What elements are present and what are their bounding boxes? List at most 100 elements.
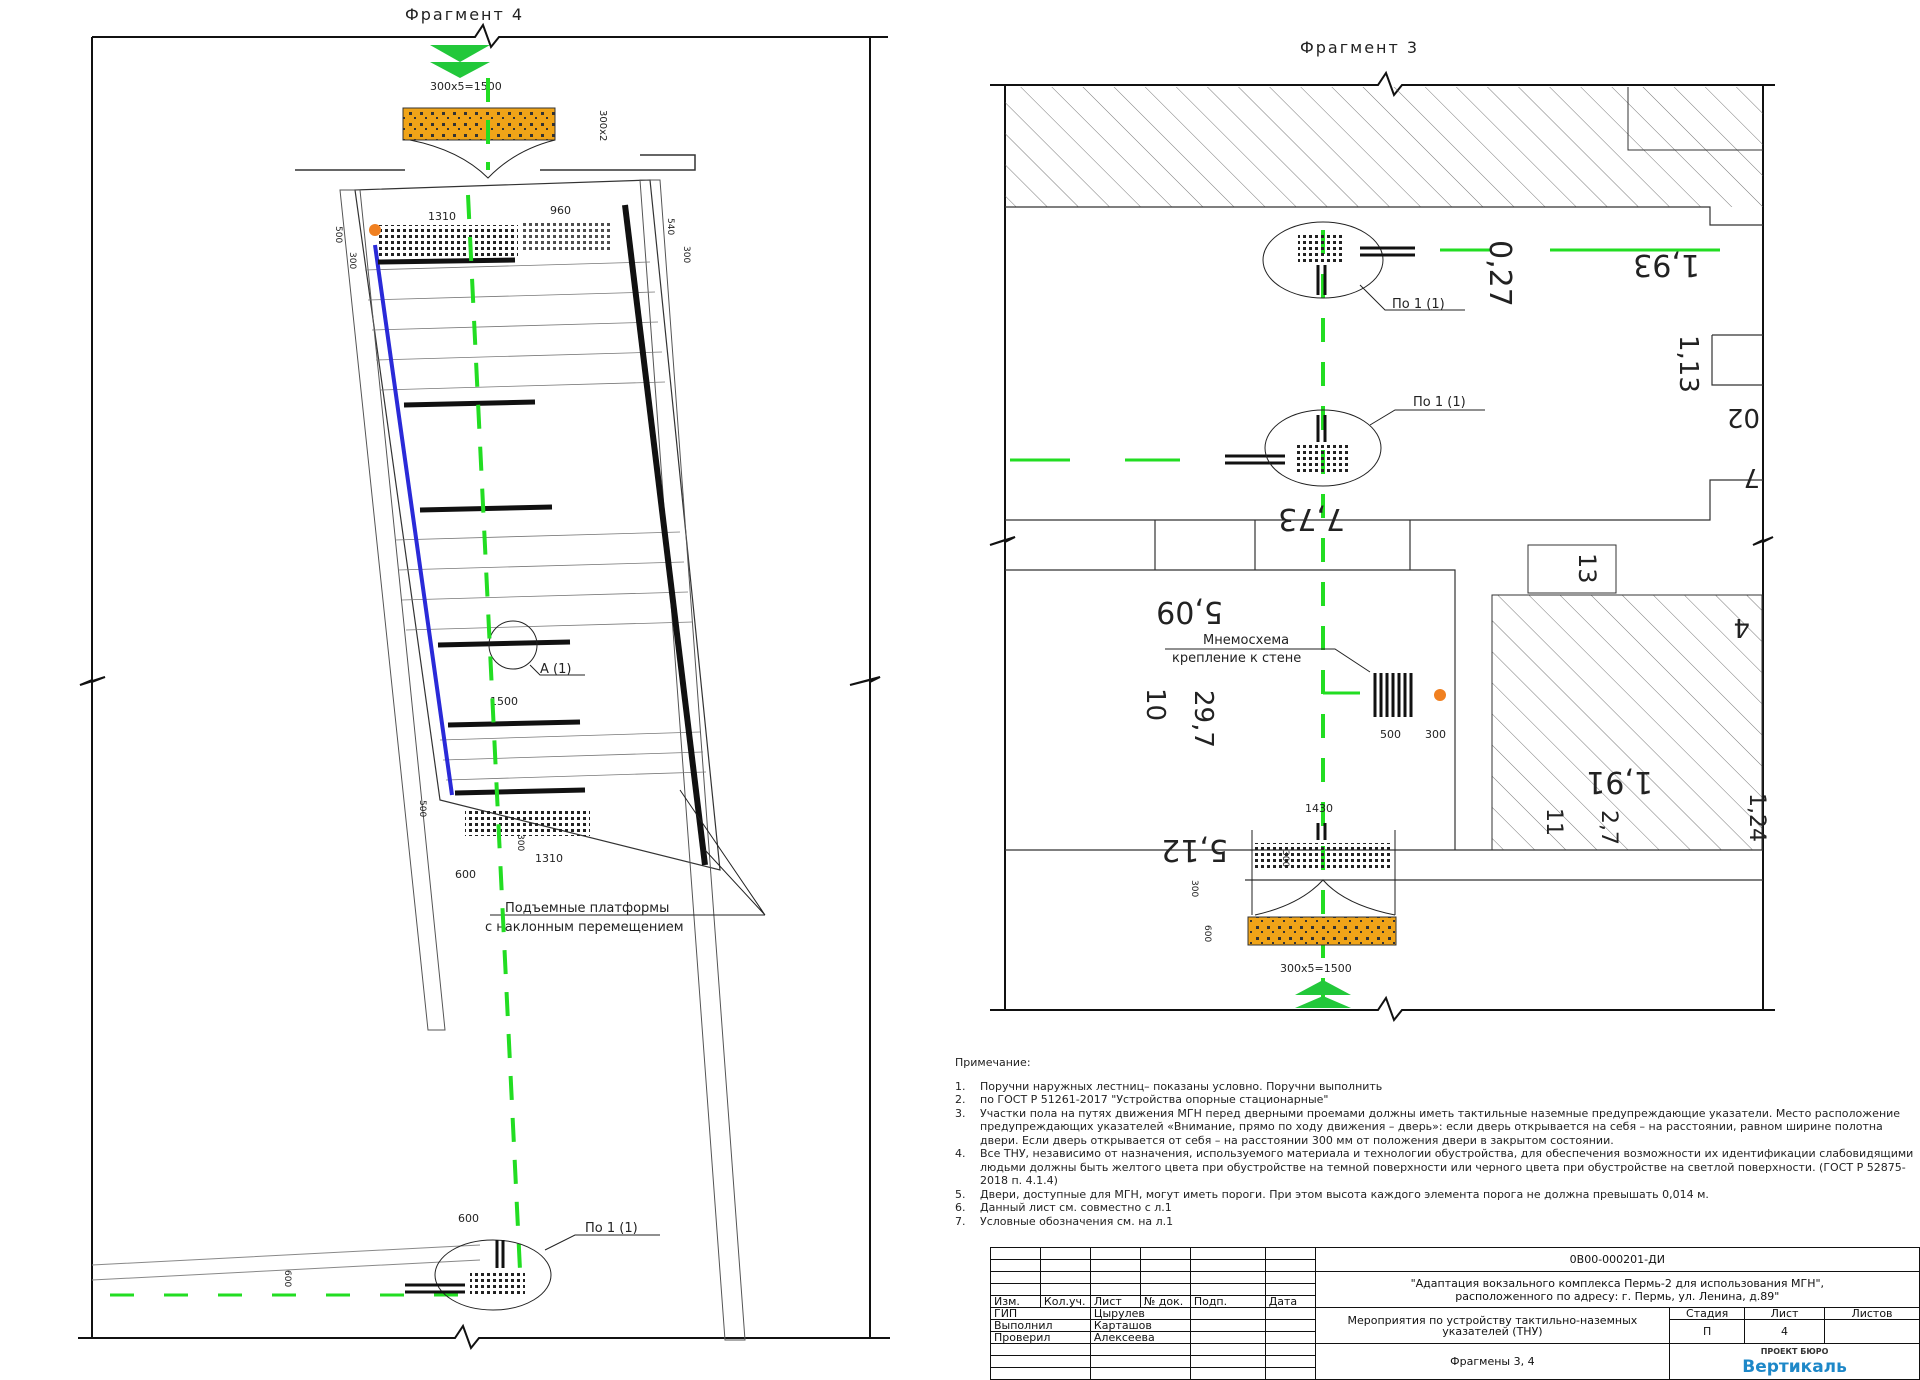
room-number: 13: [1573, 553, 1601, 584]
dim-label: 500: [1380, 728, 1401, 741]
door-swing: [1251, 830, 1396, 916]
header-cell: Подп.: [1189, 1295, 1266, 1308]
wall: [1627, 87, 1763, 151]
note-text: Данный лист см. совместно с л.1: [980, 1201, 1172, 1214]
frame-right: [1752, 85, 1774, 1010]
note-item: 4.Все ТНУ, независимо от назначения, исп…: [955, 1147, 1915, 1188]
dim-label: 300x2: [597, 110, 608, 141]
tactile-tiles-dots: [470, 1270, 525, 1296]
wall: [91, 1244, 481, 1281]
leader-line: [529, 664, 585, 676]
tactile-tiles-dots: [378, 225, 518, 257]
notes-heading: Примечание:: [955, 1056, 1031, 1069]
frame-left: [79, 37, 106, 1338]
dim-label: 300: [1425, 728, 1446, 741]
direction-arrow-icon: [430, 62, 490, 78]
room-area-label: 7,73: [1278, 501, 1345, 536]
room-area-label: 1,24: [1744, 793, 1769, 842]
room-labels: 0,27 1,93 1,13 02 7 7,73 5,09 13 4 10 29…: [1140, 240, 1769, 867]
mnemo-scheme: [1373, 673, 1413, 717]
name-cell: Карташов: [1089, 1319, 1191, 1332]
handrail-black: [622, 204, 708, 866]
callout-circle: [434, 1239, 552, 1311]
note-number: 5.: [955, 1187, 966, 1201]
dim-label: 600: [458, 1212, 479, 1225]
header-cell: Кол.уч.: [1039, 1295, 1091, 1308]
dim-label: 600: [282, 1270, 292, 1287]
role-cell: Выполнил: [990, 1319, 1091, 1332]
project-name: "Адаптация вокзального комплекса Пермь-2…: [1314, 1271, 1920, 1308]
logo-name: Вертикаль: [1742, 1356, 1847, 1377]
stair-steps: [364, 261, 707, 781]
dim-label: 300: [1189, 880, 1199, 897]
note-number: 6.: [955, 1201, 966, 1214]
room-area-label: 1,13: [1673, 335, 1703, 393]
note-item: 7. Условные обозначения см. на л.1: [955, 1215, 1915, 1229]
document-code: 0В00-000201-ДИ: [1314, 1247, 1920, 1272]
leader-line: [490, 789, 766, 916]
wall: [295, 154, 696, 171]
note-text: Все ТНУ, независимо от назначения, испол…: [980, 1147, 1914, 1187]
room-area-label: 02: [1727, 402, 1760, 432]
note-item: 6. Данный лист см. совместно с л.1: [955, 1201, 1915, 1215]
staircase: [354, 179, 721, 871]
frame-right: [849, 37, 881, 1338]
break-line-top: [990, 70, 1775, 98]
dim-label: 300: [681, 246, 691, 263]
mnemo-label: крепление к стене: [1172, 651, 1301, 666]
room-area-label: 1,91: [1586, 764, 1653, 799]
dim-label: 500: [417, 800, 427, 817]
stage-value: П: [1669, 1319, 1746, 1344]
header-cell: Изм.: [990, 1295, 1041, 1308]
header-cell: № док.: [1139, 1295, 1191, 1308]
callout-po1-label: По 1 (1): [1413, 395, 1466, 410]
leader-line: [1359, 284, 1465, 311]
sheet-title: Мероприятия по устройству тактильно-назе…: [1314, 1307, 1671, 1344]
room-area-label: 1,93: [1633, 247, 1700, 282]
notes: Примечание: 1.Поручни наружных лестниц– …: [955, 1056, 1915, 1228]
note-number: 3.: [955, 1106, 966, 1120]
note-item: 1.Поручни наружных лестниц– показаны усл…: [955, 1080, 1915, 1094]
project-line: расположенного по адресу: г. Пермь, ул. …: [1455, 1289, 1780, 1303]
note-text: Условные обозначения см. на л.1: [980, 1214, 1174, 1228]
leader-line: [1369, 409, 1485, 426]
dim-label: 960: [550, 204, 571, 217]
break-line-bottom: [78, 1323, 890, 1351]
frame-left: [989, 85, 1016, 1010]
header-cell: Дата: [1264, 1295, 1316, 1308]
note-item: 2.по ГОСТ Р 51261-2017 "Устройства опорн…: [955, 1093, 1915, 1107]
role-cell: ГИП: [990, 1307, 1091, 1320]
tactile-tiles-dots: [1255, 843, 1390, 868]
name-cell: Алексеева: [1089, 1331, 1191, 1344]
dim-label: 500: [333, 226, 343, 243]
callout-circle: [488, 620, 538, 670]
mnemo-label: Мнемосхема: [1203, 633, 1289, 648]
role-cell: Проверил: [990, 1331, 1091, 1344]
note-number: 7.: [955, 1214, 966, 1228]
name-cell: Цырулев: [1089, 1307, 1191, 1320]
break-line-bottom: [990, 995, 1775, 1023]
dim-label: 540: [665, 218, 675, 235]
door-swing: [409, 139, 556, 179]
dim-label: 1310: [535, 852, 563, 865]
note-text: Двери, доступные для МГН, могут иметь по…: [980, 1187, 1709, 1201]
dim-label: 1500: [490, 695, 518, 708]
tactile-stripes: [405, 1240, 505, 1294]
platforms-label: Подъемные платформы: [505, 901, 669, 916]
dim-label: 600: [1202, 925, 1212, 942]
room-area-label: 0,27: [1482, 240, 1517, 307]
dim-label: 600: [455, 868, 476, 881]
title-block: 0В00-000201-ДИ "Адаптация вокзального ко…: [990, 1247, 1920, 1380]
note-text: Участки пола на путях движения МГН перед…: [980, 1106, 1901, 1147]
dim-label: 300x5=1500: [1280, 962, 1352, 975]
tactile-tiles-dots: [465, 810, 590, 836]
header-cell: Лист: [1089, 1295, 1141, 1308]
room-number: 4: [1733, 612, 1750, 642]
callout-a-label: А (1): [540, 662, 571, 677]
stage-label: Стадия: [1669, 1307, 1746, 1320]
note-text: Поручни наружных лестниц– показаны услов…: [980, 1079, 1383, 1093]
dim-label: 300: [347, 252, 357, 269]
note-number: 2.: [955, 1093, 966, 1106]
